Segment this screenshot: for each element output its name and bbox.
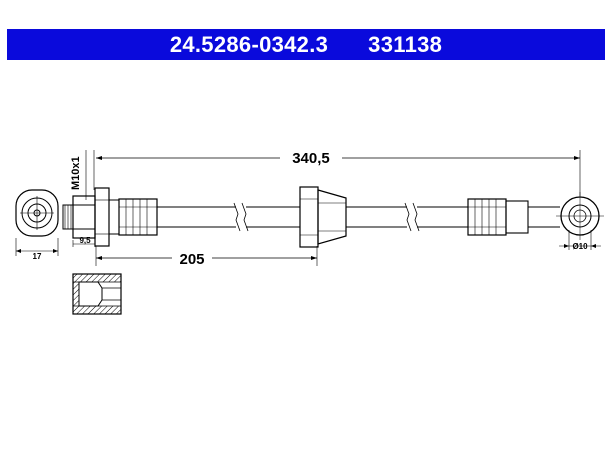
ref-number: 331138 [368, 32, 443, 57]
part-number: 24.5286-0342.3 [169, 32, 329, 57]
thread-length-label: 9,5 [79, 236, 91, 245]
left-fitting [62, 187, 158, 247]
end-view [15, 189, 59, 256]
end-width-label: 17 [33, 252, 42, 261]
right-fitting [467, 192, 604, 250]
partial-length-label: 205 [179, 251, 204, 268]
section-detail [72, 273, 122, 315]
eye-diameter-label: Ø10 [572, 242, 588, 251]
title-bar: 24.5286-0342.3 331138 [7, 29, 605, 60]
thread-label: M10x1 [70, 156, 82, 190]
hose-body [157, 186, 468, 248]
overall-length-label: 340,5 [292, 150, 330, 167]
